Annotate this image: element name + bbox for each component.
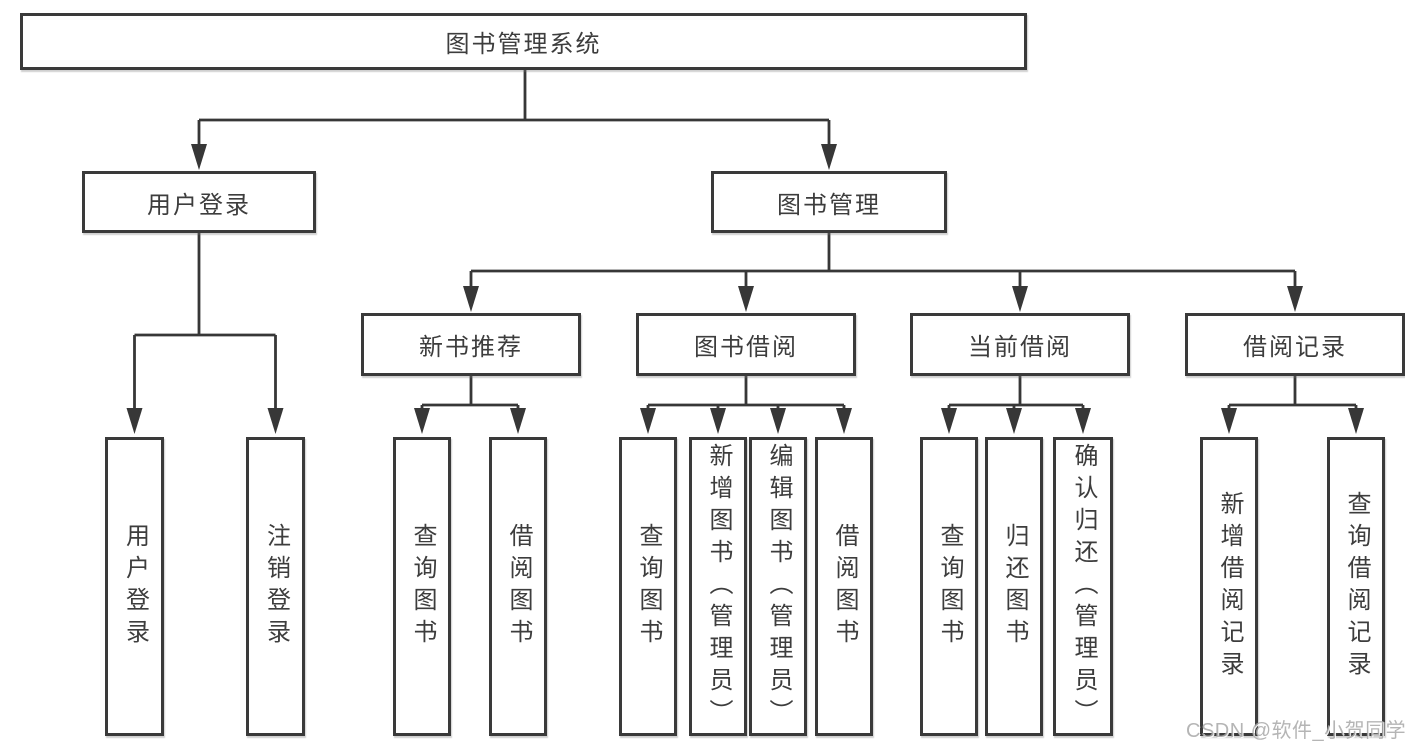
node-new-book-recommend: 新书推荐 [361,313,581,376]
connector-book-borrowing-to-leaves [640,376,852,434]
connector-new-book-recommend-to-leaves [414,376,526,434]
arrow-down-icon [821,144,837,170]
connector-borrowing-records-to-leaves [1221,376,1364,434]
arrow-down-icon [267,408,284,434]
leaf-return-books: 归还图书 [985,437,1043,736]
leaf-add-borrow-record: 新增借阅记录 [1200,437,1258,736]
leaf-borrow-books: 借阅图书 [815,437,873,736]
node-label: 图书借阅 [694,334,798,361]
arrow-down-icon [1221,408,1237,434]
leaf-label: 归还图书 [1001,522,1028,651]
leaf-label: 借阅图书 [505,522,532,651]
arrow-down-icon [510,408,526,434]
leaf-label: 用户登录 [121,522,149,651]
leaf-label: 确认归还（管理员） [1070,442,1097,731]
arrow-down-icon [126,408,143,434]
leaf-query-books-recommend: 查询图书 [393,437,451,736]
node-library-management-system: 图书管理系统 [20,13,1027,70]
leaf-label: 查询借阅记录 [1343,490,1370,683]
connector-current-borrowing-to-leaves [941,376,1091,434]
node-current-borrowing: 当前借阅 [910,313,1130,376]
leaf-label: 查询图书 [936,522,963,651]
csdn-watermark: CSDN @软件_小贺同学 [1186,720,1405,742]
arrow-down-icon [463,286,479,312]
leaf-label: 查询图书 [635,522,662,651]
leaf-query-books-current: 查询图书 [920,437,978,736]
node-user-login: 用户登录 [82,171,316,233]
arrow-down-icon [770,408,786,434]
node-label: 新书推荐 [419,334,523,361]
connector-root-to-level2 [191,70,837,170]
leaf-label: 查询图书 [409,522,436,651]
leaf-label: 借阅图书 [831,522,858,651]
connector-book-management-to-level3 [463,233,1303,312]
node-book-management: 图书管理 [711,171,947,233]
leaf-add-book-admin: 新增图书（管理员） [689,437,747,736]
arrow-down-icon [710,408,726,434]
leaf-edit-book-admin: 编辑图书（管理员） [749,437,807,736]
arrow-down-icon [1287,286,1303,312]
arrow-down-icon [836,408,852,434]
connector-user-login-to-leaves [126,233,284,434]
arrow-down-icon [738,286,754,312]
leaf-logout-login: 注销登录 [246,437,305,736]
arrow-down-icon [1075,408,1091,434]
leaf-user-login: 用户登录 [105,437,164,736]
node-book-borrowing: 图书借阅 [636,313,856,376]
leaf-label: 注销登录 [262,522,290,651]
arrow-down-icon [941,408,957,434]
node-label: 当前借阅 [968,334,1072,361]
leaf-label: 新增图书（管理员） [705,442,732,731]
arrow-down-icon [640,408,656,434]
arrow-down-icon [191,144,207,170]
arrow-down-icon [1348,408,1364,434]
leaf-query-borrow-record: 查询借阅记录 [1327,437,1385,736]
node-label: 借阅记录 [1243,334,1347,361]
arrow-down-icon [1012,286,1028,312]
leaf-label: 新增借阅记录 [1216,490,1243,683]
leaf-borrow-books-recommend: 借阅图书 [489,437,547,736]
leaf-confirm-return-admin: 确认归还（管理员） [1053,437,1113,736]
node-borrowing-records: 借阅记录 [1185,313,1405,376]
leaf-label: 编辑图书（管理员） [765,442,792,731]
node-label: 图书管理系统 [445,31,602,58]
arrow-down-icon [414,408,430,434]
node-label: 用户登录 [147,191,251,219]
node-label: 图书管理 [777,191,881,219]
leaf-query-books-borrowing: 查询图书 [619,437,677,736]
arrow-down-icon [1006,408,1022,434]
